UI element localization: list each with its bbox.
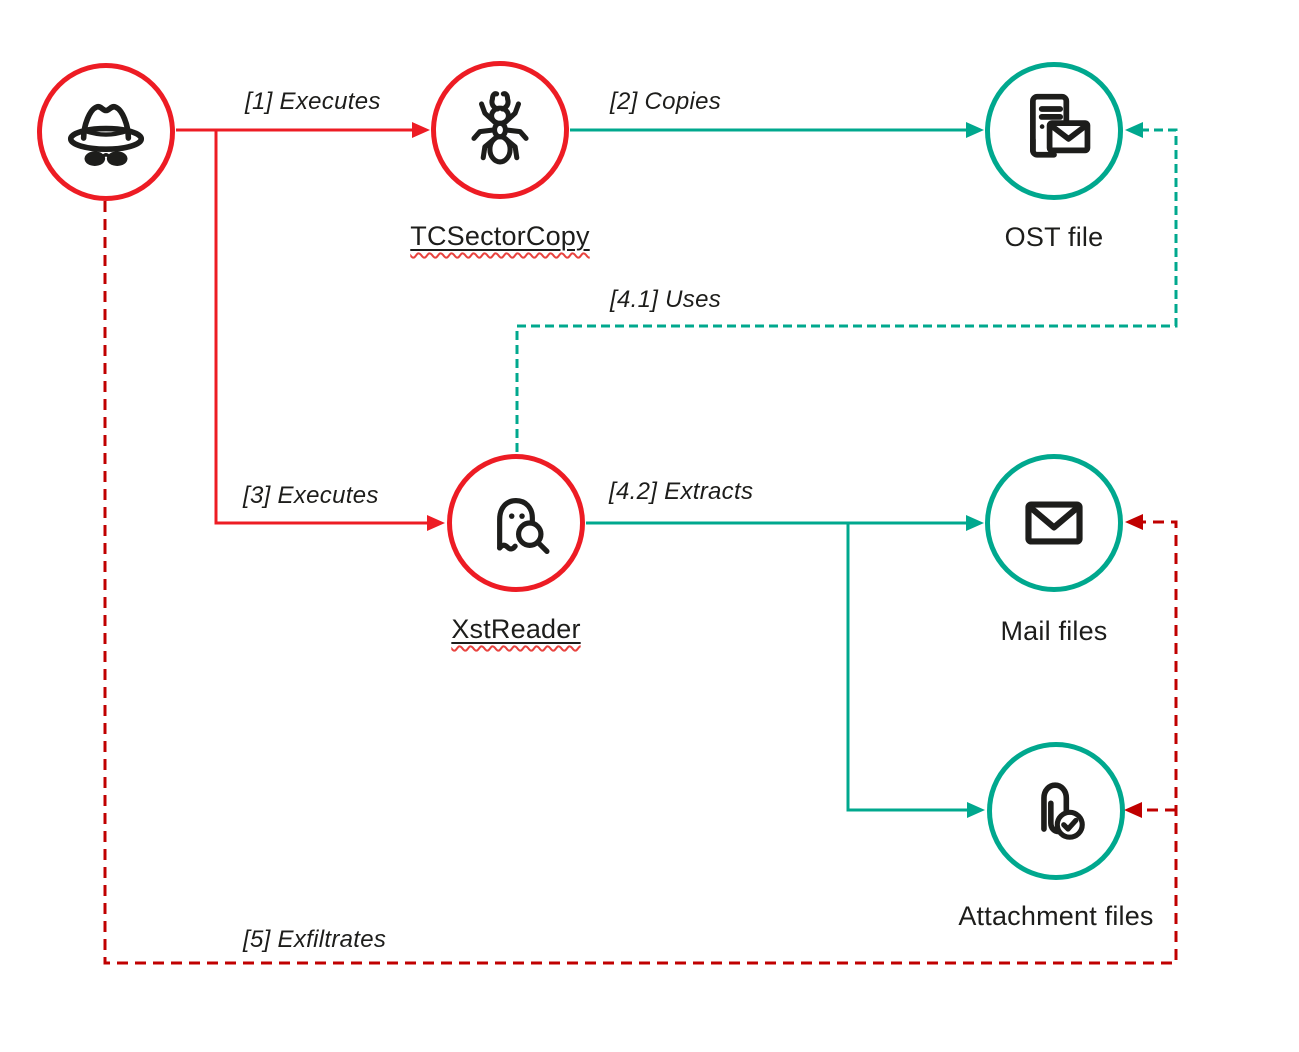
node-ostfile	[985, 62, 1123, 200]
edge-label-1-executes: [1] Executes	[245, 88, 381, 115]
edge-label-41-uses: [4.1] Uses	[610, 286, 722, 313]
paperclip-check-icon	[1013, 768, 1099, 854]
node-attachmentfiles	[987, 742, 1125, 880]
node-xstreader	[447, 454, 585, 592]
document-mail-icon	[1010, 87, 1098, 175]
edge-uses-41	[515, 122, 1178, 452]
node-attacker	[37, 63, 175, 201]
node-tcsectorcopy	[431, 61, 569, 199]
ghost-search-icon	[473, 480, 559, 566]
node-label-attachmentfiles: Attachment files	[958, 901, 1154, 931]
edge-exfiltrates-5	[103, 201, 1178, 965]
node-label-tcsectorcopy: TCSectorCopy	[410, 221, 590, 251]
envelope-icon	[1010, 479, 1098, 567]
node-label-xstreader: XstReader	[451, 614, 581, 644]
edge-copies-2	[570, 122, 984, 138]
edge-executes-1	[176, 122, 430, 138]
edge-label-42-extracts: [4.2] Extracts	[609, 478, 754, 505]
edge-label-2-copies: [2] Copies	[610, 88, 722, 115]
node-label-ostfile: OST file	[1004, 222, 1104, 252]
ant-icon	[458, 88, 542, 172]
edge-executes-3	[214, 130, 445, 531]
edge-extracts-42	[586, 515, 985, 818]
edge-label-3-executes: [3] Executes	[243, 482, 379, 509]
node-label-mailfiles: Mail files	[1000, 616, 1108, 646]
node-mailfiles	[985, 454, 1123, 592]
spy-icon	[63, 89, 149, 175]
edge-label-5-exfiltrates: [5] Exfiltrates	[243, 926, 387, 953]
